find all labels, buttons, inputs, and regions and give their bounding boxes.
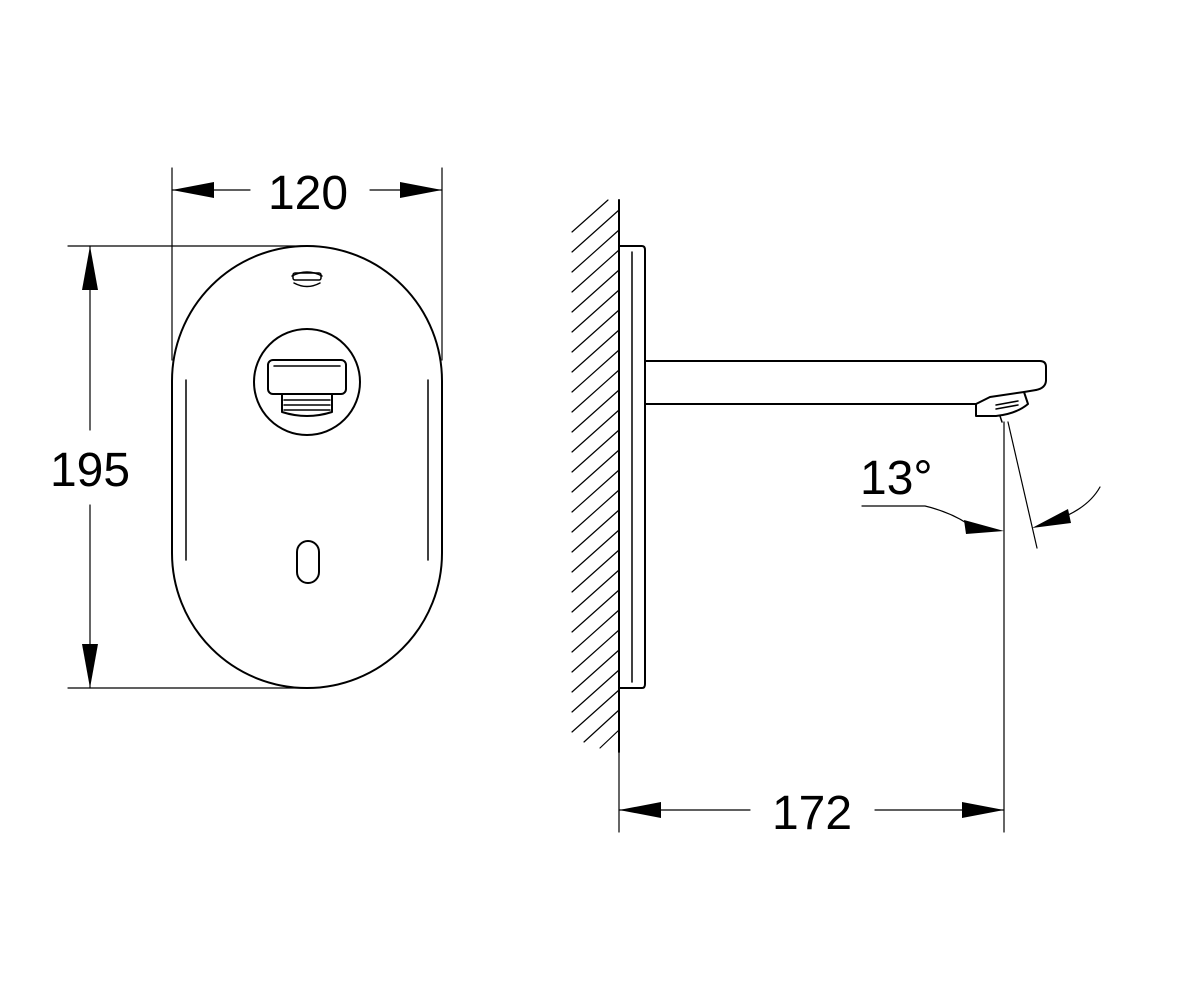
angle-arrow-left [964,520,1004,534]
height-dimension: 195 [50,245,130,689]
width-dimension: 120 [171,167,443,220]
spout [644,360,1047,423]
front-plate-outer [171,245,443,689]
height-arrow-top [82,246,98,290]
angle-dimension: 13° [860,452,1101,534]
angle-label: 13° [860,452,933,505]
outlet-icon [975,391,1029,417]
angle-arrow-right [1032,509,1071,528]
projection-arrow-left [619,802,661,818]
jet-angle-line [1007,421,1038,549]
front-view: 120 195 [50,167,443,689]
projection-label: 172 [772,787,852,840]
side-view: 13° 172 [571,199,1101,840]
wall-hatch-icon [571,199,620,753]
side-plate [618,245,646,689]
angle-leader-left [861,505,969,525]
width-label: 120 [268,167,348,220]
angle-leader-right [1065,486,1101,517]
width-arrow-right [400,182,442,198]
height-label: 195 [50,444,130,497]
grohe-logo-icon [291,271,323,288]
height-arrow-bottom [82,644,98,688]
projection-dimension: 172 [618,751,1005,840]
sensor-window-icon [296,540,320,584]
aerator-icon [253,328,361,436]
projection-arrow-right [962,802,1004,818]
width-arrow-left [172,182,214,198]
